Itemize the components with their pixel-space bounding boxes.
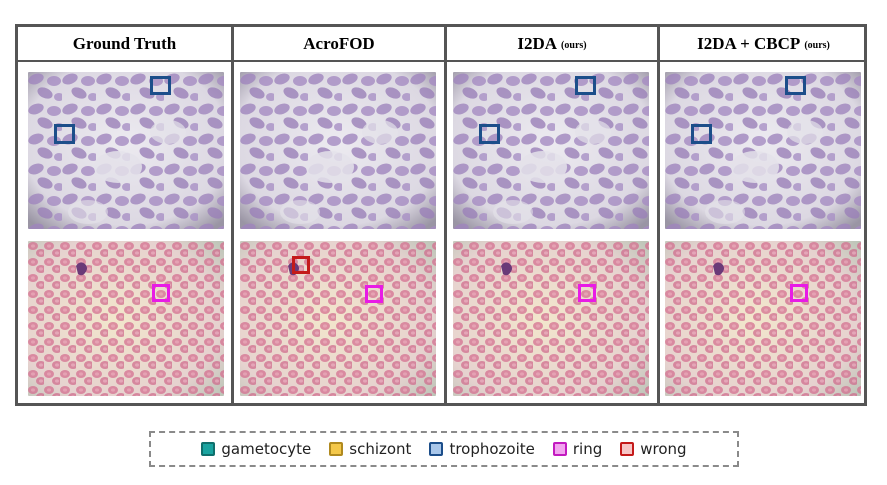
schizont-swatch [329, 442, 344, 456]
trophozoite-swatch [429, 442, 444, 456]
column-header-acrofod: AcroFOD [234, 27, 444, 60]
legend-label: schizont [349, 440, 412, 458]
legend-label: trophozoite [449, 440, 535, 458]
thin-smear-image-acrofod [240, 72, 436, 229]
wrong-swatch [620, 442, 635, 456]
column-title: I2DA [517, 33, 558, 53]
ring-box [578, 284, 596, 302]
ring-box [152, 284, 170, 302]
thick-smear-image-i2da-cbcp [665, 241, 861, 396]
column-divider [444, 27, 447, 403]
ring-box [790, 284, 808, 302]
column-divider [231, 27, 234, 403]
trophozoite-box [691, 124, 712, 144]
thick-smear-image-ground-truth [28, 241, 224, 396]
thin-smear-image-ground-truth [28, 72, 224, 229]
legend-item-ring: ring [552, 440, 603, 458]
wrong-box [292, 256, 310, 274]
thick-smear-image-acrofod [240, 241, 436, 396]
legend-item-gametocyte: gametocyte [201, 440, 311, 458]
header-divider [18, 60, 864, 62]
legend-label: wrong [640, 440, 687, 458]
legend-label: gametocyte [221, 440, 312, 458]
thin-smear-image-i2da-cbcp [665, 72, 861, 229]
column-suffix: (ours) [561, 40, 587, 51]
column-header-ground-truth: Ground Truth [18, 27, 231, 60]
thick-smear-image-i2da [453, 241, 649, 396]
trophozoite-box [150, 76, 171, 95]
trophozoite-box [479, 124, 500, 144]
column-title: Ground Truth [72, 33, 177, 53]
legend-item-schizont: schizont [329, 440, 411, 458]
ring-swatch [552, 442, 567, 456]
column-header-i2da: I2DA (ours) [447, 27, 657, 60]
trophozoite-box [785, 76, 806, 95]
gametocyte-swatch [201, 442, 216, 456]
legend-item-wrong: wrong [620, 440, 687, 458]
ring-box [365, 285, 383, 303]
results-grid: Ground Truth AcroFOD I2DA (ours) I2DA + … [15, 24, 867, 406]
column-header-i2da-cbcp: I2DA + CBCP (ours) [660, 27, 867, 60]
column-suffix: (ours) [804, 40, 830, 51]
thin-smear-image-i2da [453, 72, 649, 229]
column-title: I2DA + CBCP [697, 33, 801, 53]
trophozoite-box [54, 124, 75, 144]
legend: gametocyte schizont trophozoite ring wro… [149, 431, 739, 467]
legend-label: ring [572, 440, 603, 458]
column-divider [657, 27, 660, 403]
column-title: AcroFOD [303, 33, 375, 53]
trophozoite-box [575, 76, 596, 95]
legend-item-trophozoite: trophozoite [429, 440, 535, 458]
